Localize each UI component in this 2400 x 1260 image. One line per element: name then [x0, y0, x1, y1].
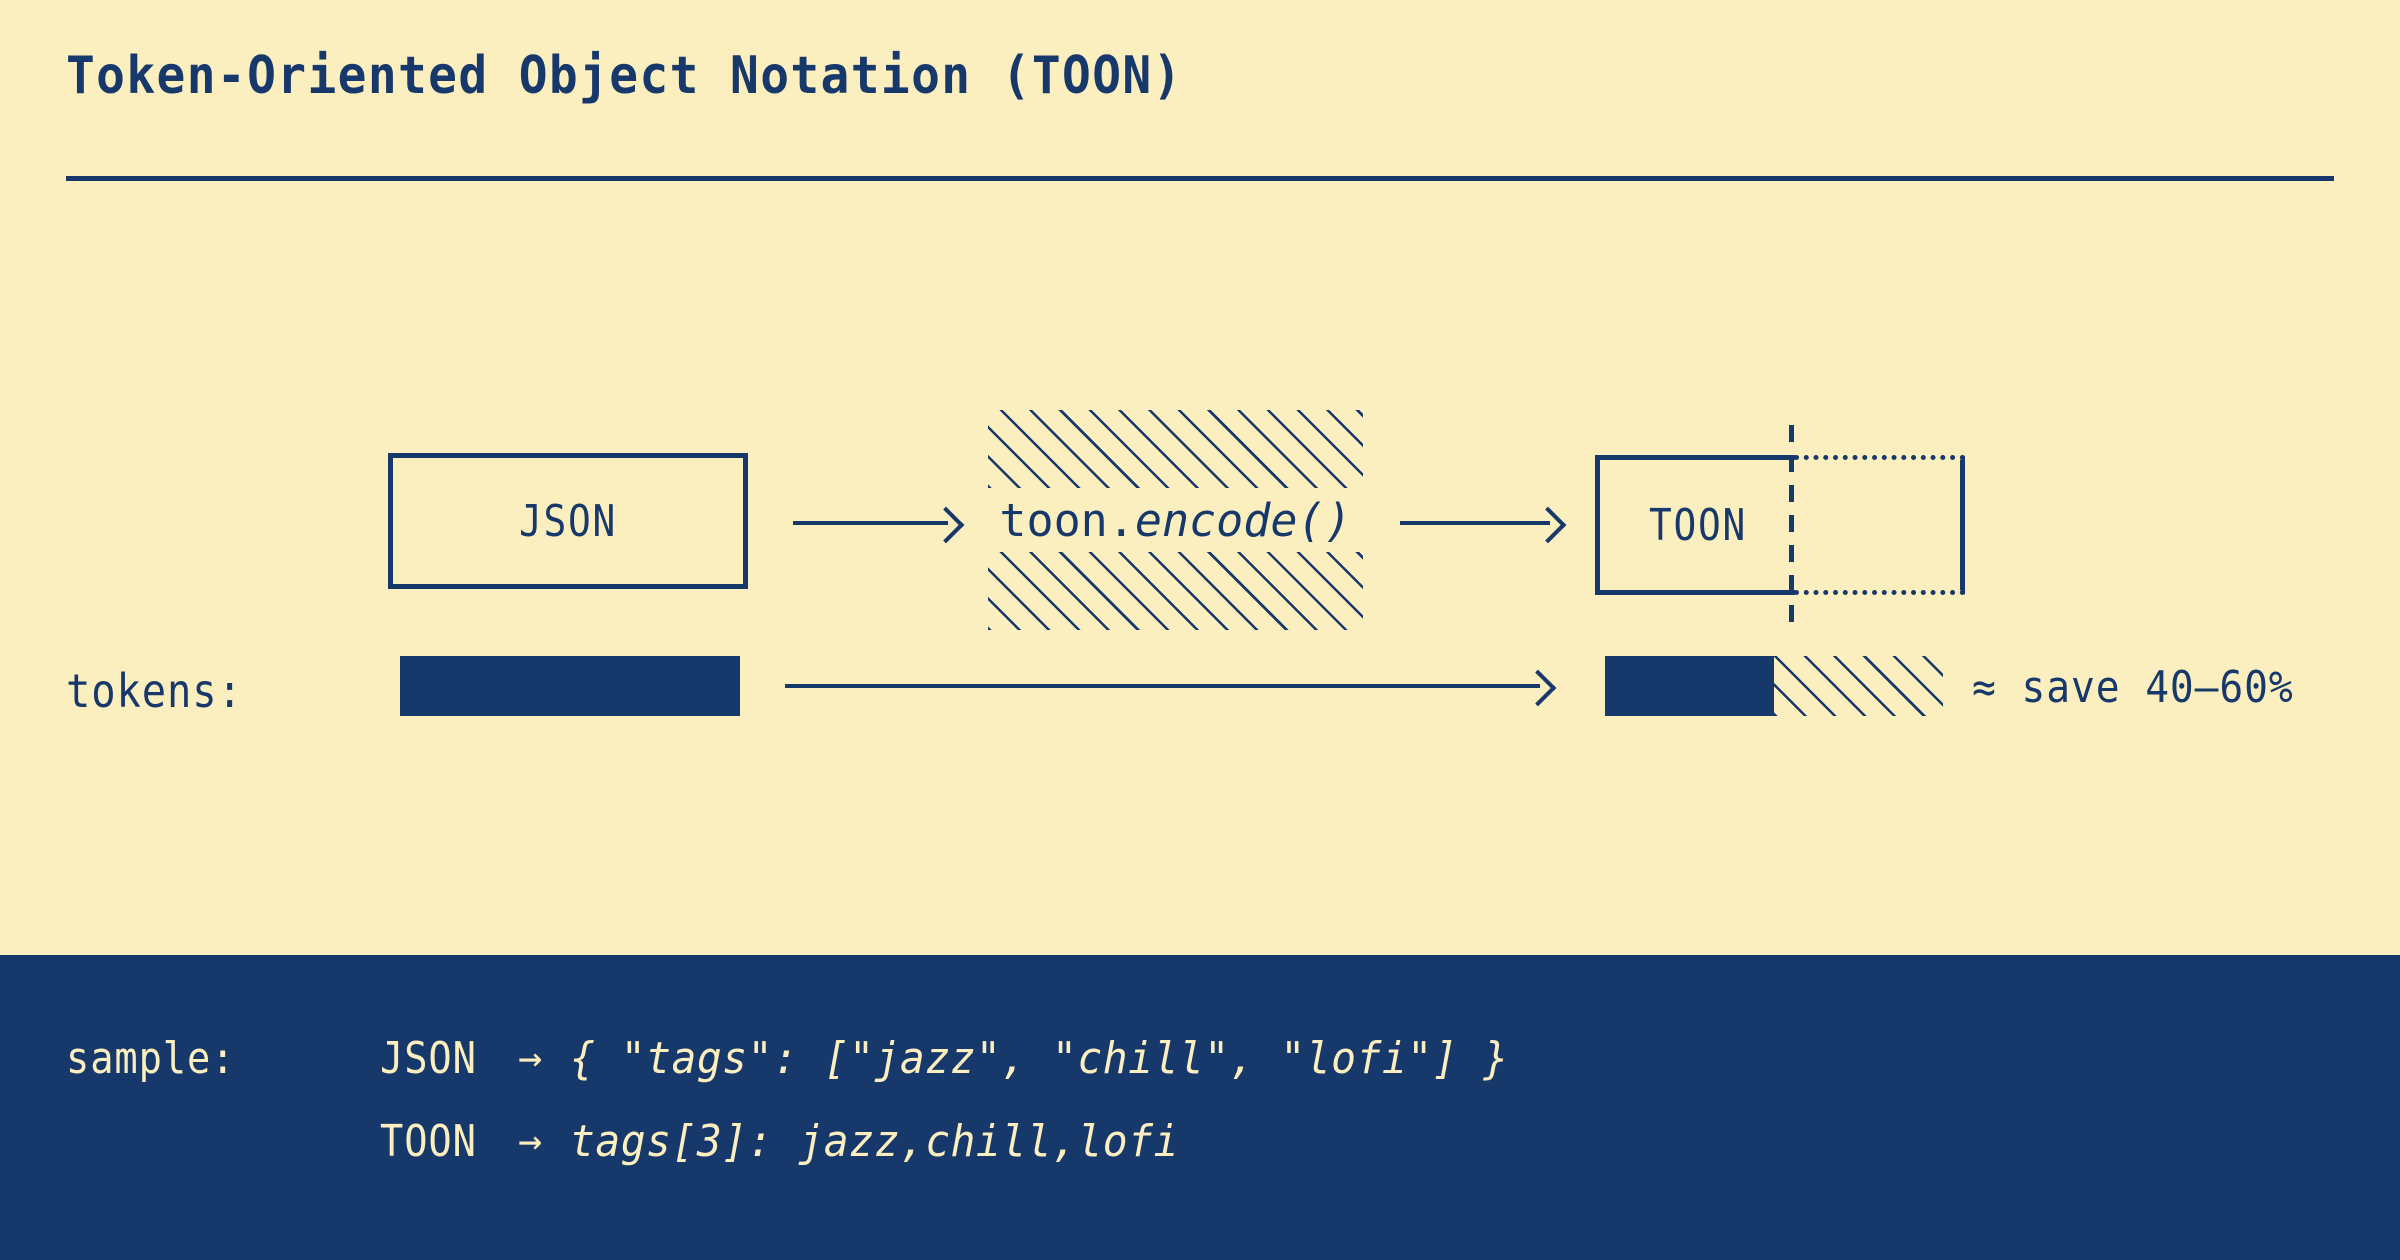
tokens-comparison-row: tokens: ≈ save 40–60%	[0, 640, 2400, 750]
hatch-band-top	[988, 410, 1363, 488]
sample-row-json-format: JSON	[380, 1032, 477, 1084]
json-source-box-label: JSON	[518, 495, 618, 547]
sample-row-toon-arrow-icon: →	[517, 1118, 543, 1164]
tokens-arrow-icon	[1519, 669, 1557, 707]
pipeline-arrow-1-shaft	[793, 521, 948, 525]
pipeline-arrow-1-icon	[927, 506, 965, 544]
encode-call-label: toon.encode()	[988, 488, 1363, 552]
sample-row-toon-format: TOON	[380, 1115, 477, 1167]
encode-namespace-text: toon.	[999, 493, 1135, 547]
sample-row-toon: TOON → tags[3]: jazz,chill,lofi	[380, 1100, 1218, 1182]
sample-row-toon-code: tags[3]: jazz,chill,lofi	[570, 1115, 1179, 1167]
page-header: Token-Oriented Object Notation (TOON)	[0, 0, 2400, 200]
toon-result-box-label: TOON	[1648, 499, 1747, 551]
json-token-bar	[400, 656, 740, 716]
toon-token-bar	[1605, 656, 1943, 716]
hatch-band-bottom	[988, 552, 1363, 630]
tokens-arrow-shaft	[785, 684, 1540, 688]
page-title: Token-Oriented Object Notation (TOON)	[66, 46, 1183, 106]
tokens-row-label: tokens:	[66, 664, 243, 718]
pipeline-diagram: JSON toon.encode() TOON tokens: ≈ save 4…	[0, 200, 2400, 955]
toon-token-bar-used	[1605, 656, 1774, 716]
toon-saved-space-outline	[1794, 455, 1965, 595]
sample-row-json-arrow-icon: →	[517, 1035, 543, 1081]
pipeline-arrow-2-shaft	[1400, 521, 1550, 525]
encode-method-text: encode()	[1134, 493, 1352, 547]
encode-transform-block: toon.encode()	[988, 410, 1363, 630]
pipeline-arrow-2-icon	[1529, 506, 1567, 544]
savings-note: ≈ save 40–60%	[1972, 662, 2294, 713]
toon-token-bar-saved	[1774, 656, 1943, 716]
sample-row-json: JSON → { "tags": ["jazz", "chill", "lofi…	[380, 1017, 1569, 1099]
toon-result-box-group: TOON	[1595, 425, 1965, 625]
sample-row-json-code: { "tags": ["jazz", "chill", "lofi"] }	[570, 1032, 1509, 1084]
sample-label: sample:	[66, 1033, 236, 1084]
sample-band: sample: JSON → { "tags": ["jazz", "chill…	[0, 955, 2400, 1260]
toon-result-box: TOON	[1595, 455, 1795, 595]
toon-box-dashed-divider	[1789, 425, 1794, 625]
json-source-box: JSON	[388, 453, 748, 589]
title-divider-rule	[66, 176, 2334, 181]
